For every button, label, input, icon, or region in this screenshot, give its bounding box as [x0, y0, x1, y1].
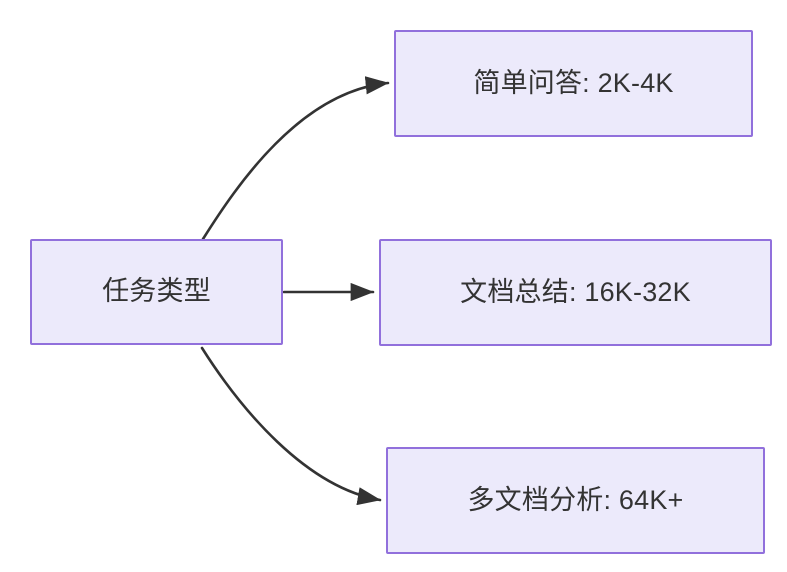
node-simple-qa-label: 简单问答: 2K-4K — [473, 67, 674, 98]
node-simple-qa[interactable]: 简单问答: 2K-4K — [394, 30, 753, 137]
node-task-type[interactable]: 任务类型 — [30, 239, 283, 345]
edge-root-to-simple-qa — [201, 76, 390, 241]
node-multi-doc-analysis[interactable]: 多文档分析: 64K+ — [386, 447, 765, 554]
node-multi-doc-analysis-label: 多文档分析: 64K+ — [467, 484, 684, 515]
node-task-type-label: 任务类型 — [102, 276, 211, 307]
node-doc-summary-label: 文档总结: 16K-32K — [460, 276, 691, 307]
edge-root-to-multi-doc — [200, 346, 382, 506]
node-doc-summary[interactable]: 文档总结: 16K-32K — [379, 239, 772, 346]
